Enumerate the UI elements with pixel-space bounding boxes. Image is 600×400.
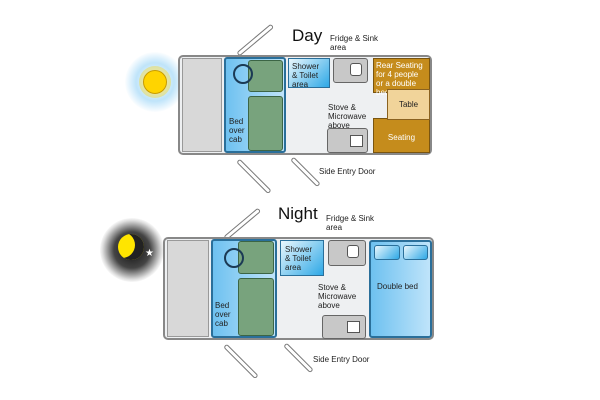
day-title: Day [292,26,323,45]
double-bed-label: Double bed [377,282,418,291]
stove [322,315,366,339]
front-bench [248,96,283,151]
shower-toilet: Shower & Toilet area [280,240,324,276]
seating: Seating [373,118,430,153]
shower-toilet: Shower & Toilet area [288,58,330,89]
microwave-icon [347,321,360,333]
front-bench [238,278,274,336]
sink-icon [347,245,359,258]
night-title: Night [278,204,318,223]
side-door-label: Side Entry Door [319,167,376,176]
table-label: Table [398,100,419,109]
microwave-icon [350,135,363,147]
front-seat [238,241,274,274]
bed-over-cab-label: Bed over cab [229,117,245,144]
pillow [403,245,428,260]
table: Table [387,89,430,120]
side-door [283,342,314,374]
steering-wheel-icon [233,64,253,84]
cab-area [167,240,209,337]
seating-label: Seating [387,133,416,142]
cab-area [182,58,222,152]
stove-label: Stove & Microwave above [328,103,367,130]
stove-label: Stove & Microwave above [318,283,357,310]
fridge-sink [328,240,366,266]
bed-over-cab-label: Bed over cab [215,301,231,328]
side-door-label: Side Entry Door [313,355,370,364]
shower-label: Shower & Toilet area [292,62,320,89]
sink-icon [350,63,362,76]
moon-icon: ★ [100,218,164,282]
stove [327,128,368,153]
fridge-sink [333,58,368,83]
steering-wheel-icon [224,248,244,268]
fridge-label: Fridge & Sink area [326,214,375,232]
fridge-label: Fridge & Sink area [330,34,379,52]
cab-door-top [236,23,275,57]
pillow [374,245,400,260]
rear-seating-label: Rear Seating for 4 people or a double be… [376,61,423,97]
sun-icon [125,52,185,112]
cab-door-top [223,207,262,241]
rear-seating: Rear Seating for 4 people or a double be… [373,58,430,97]
cab-door-bottom [236,158,272,195]
shower-label: Shower & Toilet area [285,245,313,272]
side-door [290,156,321,188]
front-seat [248,60,283,92]
double-bed: Double bed [369,240,432,338]
cab-door-bottom [223,343,259,380]
